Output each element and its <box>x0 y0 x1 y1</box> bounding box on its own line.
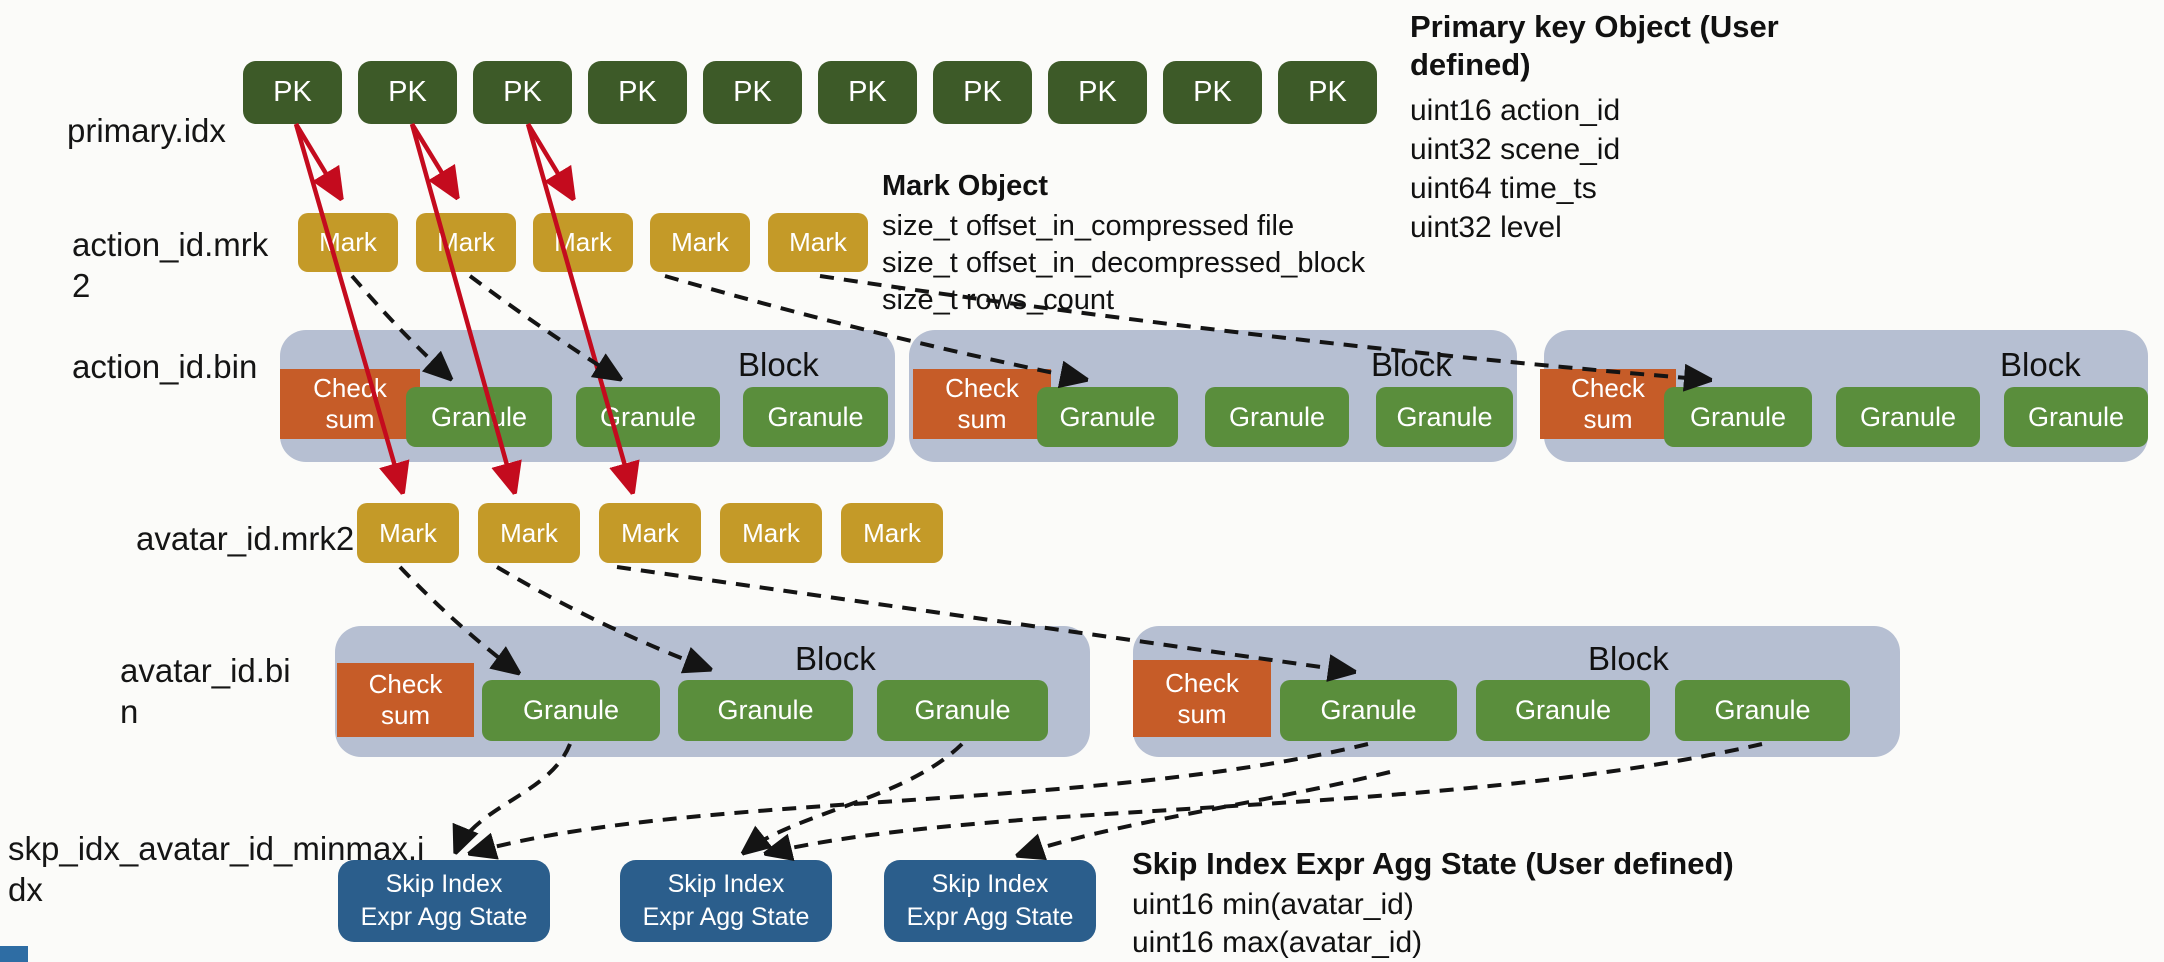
granule-box: Granule <box>1836 387 1980 447</box>
block-label: Block <box>2000 346 2081 383</box>
granule-box: Granule <box>1376 387 1513 447</box>
arrow-avatar-granule3-to-skip2 <box>742 742 964 854</box>
granule-box: Granule <box>1476 680 1650 741</box>
pk-box: PK <box>473 61 572 124</box>
mark-box: Mark <box>768 213 868 272</box>
skip-index-box: Skip Index Expr Agg State <box>884 860 1096 942</box>
mark-box: Mark <box>478 503 580 563</box>
block-label: Block <box>1588 640 1669 677</box>
arrow-pk3-to-action-mark3 <box>526 122 574 200</box>
skip-index-annotation-fields: uint16 min(avatar_id) uint16 max(avatar_… <box>1132 888 1423 959</box>
block-label: Block <box>795 640 876 677</box>
pk-box: PK <box>933 61 1032 124</box>
primary-key-annotation-fields: uint16 action_id uint32 scene_id uint64 … <box>1410 94 1621 244</box>
label-avatar-id-mrk2: avatar_id.mrk2 <box>136 520 355 557</box>
checksum-box: Check sum <box>1133 660 1271 737</box>
pk-box: PK <box>1048 61 1147 124</box>
granule-box: Granule <box>482 680 660 741</box>
pk-box: PK <box>1163 61 1262 124</box>
mark-box: Mark <box>650 213 750 272</box>
checksum-box: Check sum <box>1540 369 1676 439</box>
granule-box: Granule <box>877 680 1048 741</box>
label-primary-idx: primary.idx <box>67 112 226 149</box>
granule-box: Granule <box>1675 680 1850 741</box>
pk-box: PK <box>1278 61 1377 124</box>
arrow-avatar-block2-to-skip3 <box>1016 770 1391 856</box>
granule-box: Granule <box>743 387 888 447</box>
skip-index-annotation-title: Skip Index Expr Agg State (User defined) <box>1132 846 1734 881</box>
pk-box: PK <box>243 61 342 124</box>
primary-key-annotation-title: Primary key Object (User defined) <box>1410 9 1779 82</box>
label-avatar-id-bin: avatar_id.bi n <box>120 652 291 730</box>
granule-box: Granule <box>576 387 720 447</box>
mark-box: Mark <box>720 503 822 563</box>
granule-box: Granule <box>1280 680 1457 741</box>
skip-index-box: Skip Index Expr Agg State <box>338 860 550 942</box>
granule-box: Granule <box>406 387 552 447</box>
arrow-avatar-block2-granule1-to-skip1 <box>468 742 1369 854</box>
mark-box: Mark <box>357 503 459 563</box>
arrow-pk1-to-action-mark1 <box>294 122 342 200</box>
granule-box: Granule <box>1664 387 1812 447</box>
block-label: Block <box>1371 346 1452 383</box>
pk-box: PK <box>818 61 917 124</box>
mark-object-annotation-title: Mark Object <box>882 170 1048 202</box>
mark-object-annotation: Mark Object size_t offset_in_compressed … <box>882 170 1365 319</box>
checksum-box: Check sum <box>337 663 474 737</box>
pk-box: PK <box>588 61 687 124</box>
granule-box: Granule <box>2004 387 2148 447</box>
skip-index-annotation: Skip Index Expr Agg State (User defined)… <box>1132 846 1734 962</box>
arrow-avatar-granule1-to-skip1 <box>455 743 572 854</box>
mark-box: Mark <box>533 213 633 272</box>
granule-box: Granule <box>678 680 853 741</box>
arrow-pk2-to-action-mark2 <box>410 122 458 199</box>
arrow-avatar-block2-granule3-to-skip2 <box>764 742 1763 854</box>
mark-object-annotation-fields: size_t offset_in_compressed file size_t … <box>882 210 1366 316</box>
block-label: Block <box>738 346 819 383</box>
slide-corner-decoration <box>0 946 28 962</box>
pk-box: PK <box>703 61 802 124</box>
primary-key-annotation: Primary key Object (User defined) uint16… <box>1410 8 1779 247</box>
granule-box: Granule <box>1037 387 1178 447</box>
checksum-box: Check sum <box>913 369 1051 439</box>
skip-index-box: Skip Index Expr Agg State <box>620 860 832 942</box>
label-action-id-bin: action_id.bin <box>72 348 258 385</box>
pk-box: PK <box>358 61 457 124</box>
mark-box: Mark <box>599 503 701 563</box>
label-action-id-mrk2: action_id.mrk 2 <box>72 226 269 304</box>
mark-box: Mark <box>298 213 398 272</box>
mark-box: Mark <box>841 503 943 563</box>
mark-box: Mark <box>416 213 516 272</box>
label-skp-idx-avatar-id-minmax: skp_idx_avatar_id_minmax.i dx <box>8 830 425 908</box>
checksum-box: Check sum <box>280 369 420 439</box>
granule-box: Granule <box>1205 387 1349 447</box>
